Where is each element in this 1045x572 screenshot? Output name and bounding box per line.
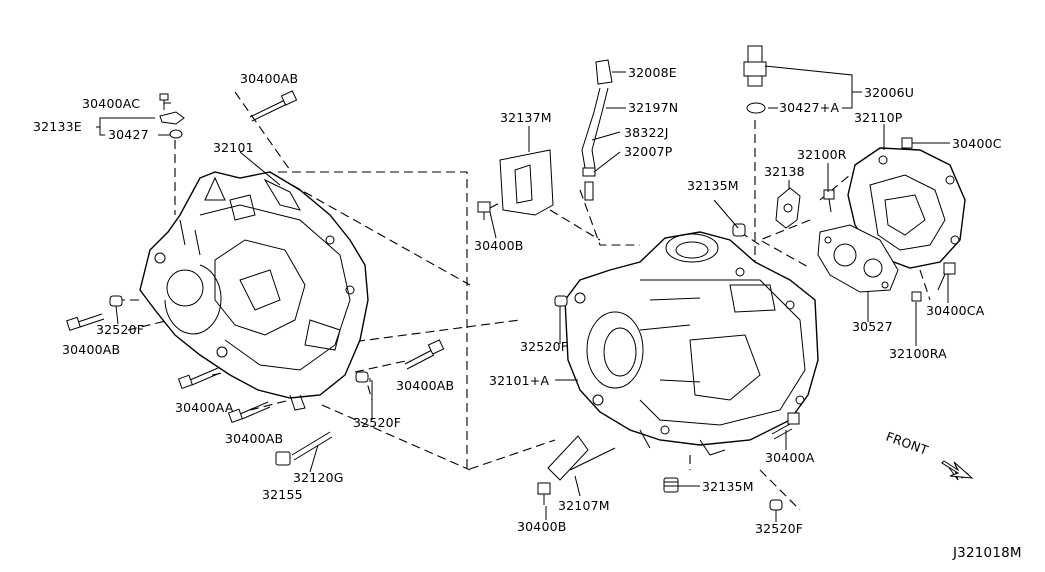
label-30400CA: 30400CA [926, 303, 985, 318]
label-32135M-top: 32135M [687, 178, 739, 193]
leader-lines [96, 65, 950, 522]
label-32006U: 32006U [864, 85, 914, 100]
label-32520F-mid: 32520F [353, 415, 401, 430]
label-30400B-bottom: 30400B [517, 519, 567, 534]
breather-assembly [581, 59, 613, 201]
part-labels: 30400AB 30400AC 32133E 30427 32101 32520… [33, 65, 1022, 561]
label-32138: 32138 [764, 164, 805, 179]
label-32101: 32101 [213, 140, 254, 155]
bracket-32107M [547, 435, 616, 481]
label-30400C: 30400C [952, 136, 1002, 151]
sensor-32006U [743, 45, 767, 114]
label-32133E: 32133E [33, 119, 82, 134]
label-32100RA: 32100RA [889, 346, 947, 361]
diagram-id: J321018M [952, 545, 1022, 561]
front-direction-label: FRONT [884, 429, 930, 458]
label-30400A: 30400A [765, 450, 815, 465]
label-32520F-bottom: 32520F [755, 521, 803, 536]
label-32101A: 32101+A [489, 373, 549, 388]
clutch-housing-32101 [139, 171, 369, 411]
label-30400AB-left: 30400AB [62, 342, 120, 357]
label-32008E: 32008E [628, 65, 677, 80]
label-32137M: 32137M [500, 110, 552, 125]
bolts [66, 90, 956, 511]
label-32007P: 32007P [624, 144, 673, 159]
label-32135M-bottom: 32135M [702, 479, 754, 494]
front-arrow-icon [941, 460, 974, 481]
transaxle-case-32101-a [564, 231, 819, 456]
bracket-32137M [499, 149, 554, 216]
label-30400AB-top: 30400AB [240, 71, 298, 86]
label-32100R: 32100R [797, 147, 847, 162]
label-32120G: 32120G [293, 470, 344, 485]
gasket-30527 [817, 224, 899, 293]
label-30400B-top: 30400B [474, 238, 524, 253]
label-30400AB-mid: 30400AB [396, 378, 454, 393]
label-32110P: 32110P [854, 110, 903, 125]
label-30400AC: 30400AC [82, 96, 140, 111]
label-30527: 30527 [852, 319, 893, 334]
label-38322J: 38322J [624, 125, 669, 140]
label-32155: 32155 [262, 487, 303, 502]
label-32197N: 32197N [628, 100, 678, 115]
label-32520F-left: 32520F [96, 322, 144, 337]
label-30427-left: 30427 [108, 127, 149, 142]
label-30400AA: 30400AA [175, 400, 234, 415]
label-32520F-center: 32520F [520, 339, 568, 354]
side-cover-32110P [847, 147, 966, 269]
label-30427A: 30427+A [779, 100, 839, 115]
label-30400AB-bottom: 30400AB [225, 431, 283, 446]
label-32107M: 32107M [558, 498, 610, 513]
